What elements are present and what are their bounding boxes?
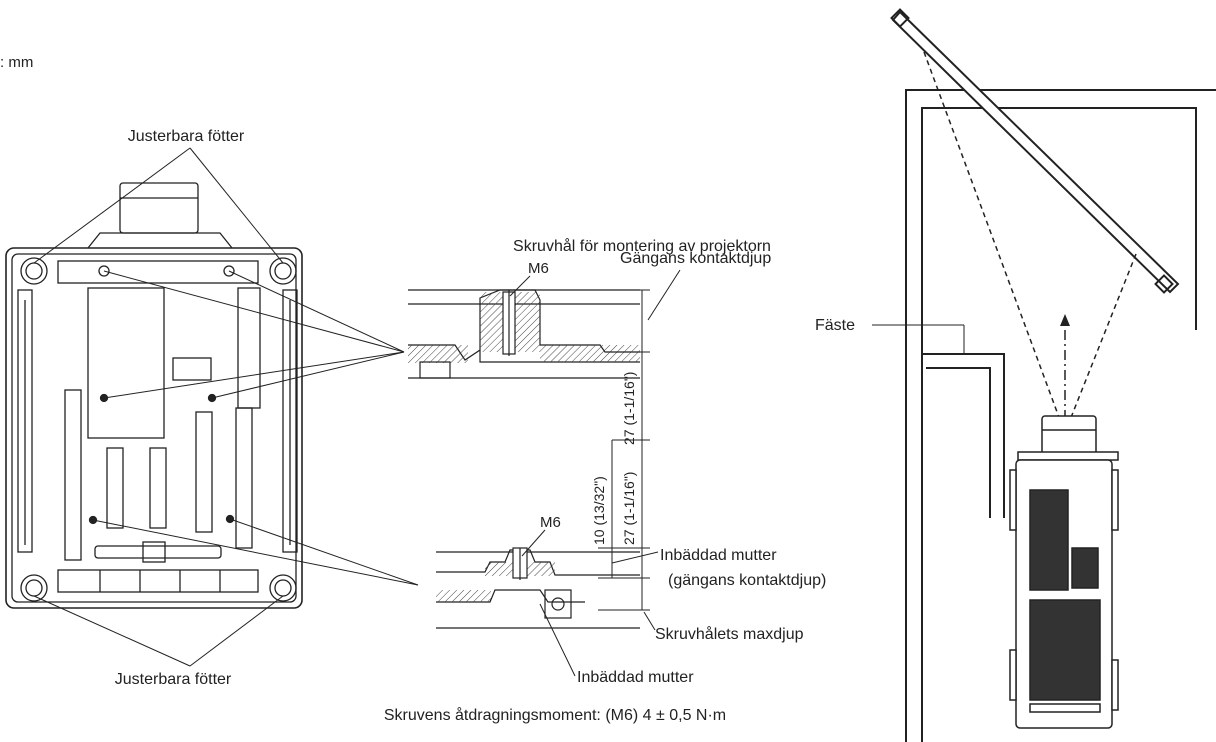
embedded-nut-label-line2: (gängans kontaktdjup) bbox=[668, 572, 826, 589]
foot-bottom-right bbox=[269, 574, 297, 602]
adjustable-feet-top-label: Justerbara fötter bbox=[128, 128, 245, 145]
bracket-label: Fäste bbox=[815, 317, 855, 334]
foot-top-right bbox=[269, 257, 297, 285]
screw-holes-title: Skruvhål för montering av projektorn bbox=[513, 237, 771, 255]
projector-side-view bbox=[1009, 415, 1119, 729]
foot-bottom-left bbox=[20, 574, 48, 602]
foot-top-left bbox=[20, 257, 48, 285]
installation-side-view bbox=[890, 8, 1216, 742]
projector-bottom-view bbox=[5, 182, 303, 609]
upper-cross-section bbox=[408, 289, 640, 379]
screw-hole-max-depth-label: Skruvhålets maxdjup bbox=[655, 625, 804, 643]
dim-27-upper: 27 (1-1/16") bbox=[621, 372, 637, 445]
feet-leaders bbox=[33, 147, 419, 667]
dim-10: 10 (13/32") bbox=[591, 476, 607, 545]
dimension-lines bbox=[598, 289, 650, 611]
torque-label: Skruvens åtdragningsmoment: (M6) 4 ± 0,5… bbox=[384, 706, 726, 724]
projection-beams bbox=[923, 51, 1137, 440]
m6-lower-label: M6 bbox=[540, 514, 561, 531]
lower-cross-section bbox=[436, 547, 640, 629]
m6-upper-label: M6 bbox=[528, 260, 549, 277]
thread-contact-depth-label: Gängans kontaktdjup bbox=[620, 250, 771, 267]
unit-label: : mm bbox=[0, 54, 33, 71]
embedded-nut-label-line1: Inbäddad mutter bbox=[660, 547, 777, 564]
adjustable-feet-bottom-label: Justerbara fötter bbox=[115, 671, 232, 688]
dim-27-lower: 27 (1-1/16") bbox=[621, 472, 637, 545]
embedded-nut-bottom-label: Inbäddad mutter bbox=[577, 669, 694, 686]
